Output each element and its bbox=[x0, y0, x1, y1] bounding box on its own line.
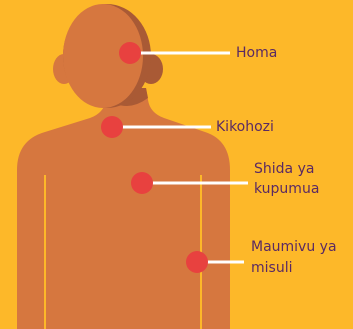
label-kikohozi: Kikohozi bbox=[216, 118, 274, 137]
label-maumivu-ya-misuli-line1: Maumivu ya bbox=[251, 238, 337, 257]
label-shida-ya-kupumua-line1: Shida ya bbox=[254, 160, 314, 179]
torso-shape bbox=[17, 88, 230, 329]
label-maumivu-ya-misuli-line2: misuli bbox=[251, 259, 292, 278]
label-homa: Homa bbox=[236, 44, 277, 63]
marker-shida-ya-kupumua bbox=[131, 172, 153, 194]
label-shida-ya-kupumua-line2: kupumua bbox=[254, 180, 319, 199]
marker-homa bbox=[119, 42, 141, 64]
marker-kikohozi bbox=[101, 116, 123, 138]
marker-maumivu-ya-misuli bbox=[186, 251, 208, 273]
